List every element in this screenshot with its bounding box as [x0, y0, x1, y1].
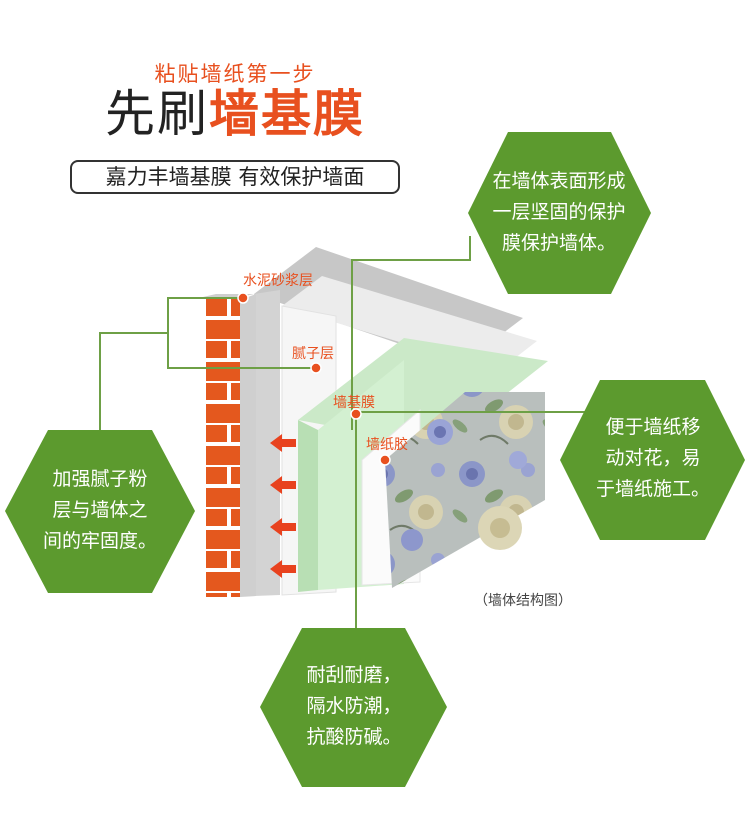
glue-marker-dot [379, 454, 391, 466]
callout-hexagon-left [5, 430, 195, 593]
wallpaper-flowers [401, 419, 527, 551]
headline: 先刷墙基膜 [0, 82, 470, 146]
callout-top-right-text: 在墙体表面形成 一层坚固的保护 膜保护墙体。 [480, 166, 638, 259]
brick-wall [204, 297, 240, 597]
arrow-left-icon [270, 434, 296, 452]
callout-line: 一层坚固的保护 [492, 201, 626, 223]
callout-hexagon-top-right [468, 132, 651, 294]
callout-hexagon-bottom [260, 628, 447, 787]
callout-line: 间的牢固度。 [42, 530, 157, 552]
label-glue-layer: 墙纸胶 [366, 437, 408, 453]
callout-line: 便于墙纸移 [605, 416, 701, 438]
subtitle-tag: 粘贴墙纸第一步 [154, 62, 316, 86]
headline-prefix: 先刷 [105, 85, 209, 143]
callout-hexagon-right [560, 380, 745, 540]
label-mortar-layer: 水泥砂浆层 [243, 273, 313, 289]
putty-marker-dot [310, 362, 322, 374]
callout-line: 耐刮耐磨， [306, 664, 402, 686]
mortar-marker-dot [237, 292, 249, 304]
callout-line: 层与墙体之 [52, 499, 148, 521]
mortar-layer [254, 290, 280, 596]
callout-left-text: 加强腻子粉 层与墙体之 间的牢固度。 [20, 464, 180, 557]
slogan-box: 嘉力丰墙基膜 有效保护墙面 [70, 160, 400, 194]
callout-line: 在墙体表面形成 [492, 170, 626, 192]
putty-layer-top [282, 276, 537, 372]
label-putty-layer: 腻子层 [292, 346, 334, 362]
membrane-marker-dot [350, 408, 362, 420]
diagram-caption: （墙体结构图） [474, 593, 572, 609]
callout-bottom-text: 耐刮耐磨， 隔水防潮， 抗酸防碱。 [274, 660, 434, 753]
headline-highlight: 墙基膜 [209, 85, 365, 143]
arrow-left-icon [270, 560, 296, 578]
mortar-side [240, 294, 256, 597]
arrow-left-icon [270, 476, 296, 494]
membrane-layer [298, 420, 318, 592]
callout-line: 于墙纸施工。 [595, 478, 710, 500]
callout-line: 动对花，易 [605, 447, 701, 469]
callout-line: 膜保护墙体。 [501, 232, 616, 254]
callout-line: 加强腻子粉 [52, 468, 148, 490]
callout-line: 抗酸防碱。 [306, 726, 402, 748]
callout-line: 隔水防潮， [306, 695, 402, 717]
leader-lines [99, 236, 598, 628]
label-membrane-layer: 墙基膜 [333, 395, 375, 411]
callout-right-text: 便于墙纸移 动对花，易 于墙纸施工。 [574, 412, 732, 505]
wallpaper-panel [385, 392, 545, 588]
arrow-icons [270, 434, 296, 578]
arrow-left-icon [270, 518, 296, 536]
